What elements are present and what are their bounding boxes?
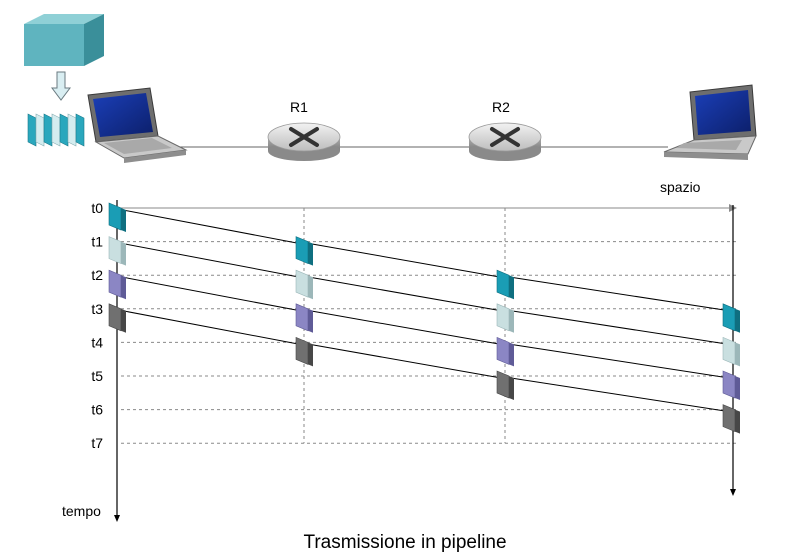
timeline-chart: t0 t1 t2 t3 t4 t5 t6 t7	[91, 200, 740, 522]
packet-block	[496, 370, 510, 399]
packet-path	[510, 343, 730, 379]
space-axis-label: spazio	[660, 179, 701, 195]
message-block-icon	[24, 14, 104, 66]
packet-block-side	[735, 342, 740, 367]
packet-block	[295, 236, 309, 265]
packet-block	[722, 336, 736, 365]
time-tick-label: t3	[91, 301, 103, 317]
packet-block-side	[509, 275, 514, 300]
packet-block	[295, 269, 309, 298]
packet-block	[108, 236, 122, 265]
packet-path	[309, 343, 502, 379]
packet-block-side	[121, 275, 126, 300]
packet-block	[722, 303, 736, 332]
packet-block-side	[121, 308, 126, 333]
packet-block	[295, 303, 309, 332]
diagram-caption: Trasmissione in pipeline	[303, 532, 506, 553]
down-arrow-icon	[51, 71, 71, 101]
packet-path	[309, 310, 502, 345]
packet-path	[510, 310, 730, 345]
packet-block-side	[308, 241, 313, 266]
packet-block-side	[735, 409, 740, 434]
time-tick-label: t6	[91, 402, 103, 418]
packet-block-side	[509, 342, 514, 367]
packet-block	[722, 370, 736, 399]
time-tick-label: t5	[91, 368, 103, 384]
time-tick-label: t4	[91, 334, 103, 350]
packet-stack-icon	[27, 113, 85, 147]
packet-block	[496, 269, 510, 298]
time-tick-label: t2	[91, 267, 103, 283]
r1-label: R1	[290, 99, 308, 115]
packet-path	[309, 243, 502, 278]
packet-path	[122, 310, 301, 345]
r2-label: R2	[492, 99, 510, 115]
packet-block-side	[735, 308, 740, 333]
destination-laptop-icon	[663, 84, 757, 160]
packet-path	[510, 377, 730, 413]
source-laptop-icon	[87, 87, 188, 163]
packet-path	[122, 209, 301, 245]
packet-path	[309, 276, 502, 312]
packet-block	[295, 336, 309, 365]
destination-time-arrow	[730, 489, 736, 496]
packet-block-side	[509, 376, 514, 400]
router-r2-icon	[468, 122, 542, 161]
packet-block	[108, 269, 122, 298]
packet-block-side	[735, 376, 740, 400]
router-r1-icon	[267, 122, 341, 161]
packet-path	[122, 243, 301, 278]
packet-block	[722, 404, 736, 433]
packet-path	[510, 276, 730, 312]
packet-block-side	[509, 308, 514, 333]
packet-block	[496, 303, 510, 332]
time-axis-label: tempo	[62, 503, 101, 519]
packet-block	[108, 202, 122, 231]
packet-block-side	[308, 342, 313, 367]
packet-block	[496, 336, 510, 365]
packet-path	[122, 276, 301, 312]
time-tick-label: t1	[91, 234, 103, 250]
time-tick-label: t0	[91, 200, 103, 216]
packet-block-side	[308, 275, 313, 300]
time-axis-arrow	[114, 515, 120, 522]
packet-block-side	[121, 241, 126, 266]
packet-block-side	[121, 208, 126, 232]
time-tick-label: t7	[91, 435, 103, 451]
packet-block	[108, 303, 122, 332]
packet-block-side	[308, 308, 313, 333]
